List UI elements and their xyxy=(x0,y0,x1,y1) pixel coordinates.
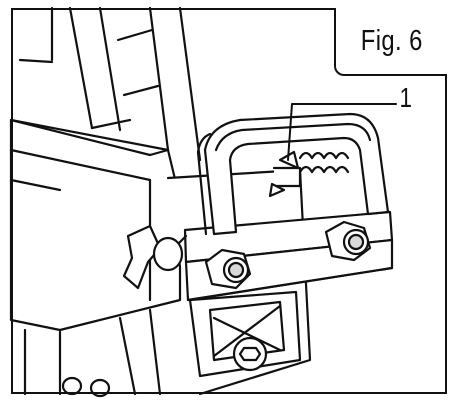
wing-knob xyxy=(122,224,184,290)
figure-label: Fig. 6 xyxy=(360,24,423,57)
hex-nut-left xyxy=(204,248,252,290)
hex-nut-right xyxy=(324,220,372,262)
figure-label-box: Fig. 6 xyxy=(334,8,447,76)
u-handle xyxy=(196,112,390,236)
callout-1-leader xyxy=(287,103,397,161)
socket-bolt xyxy=(232,336,268,372)
callout-1-number: 1 xyxy=(399,82,413,113)
figure-border xyxy=(11,8,447,394)
ladder-frame xyxy=(18,6,202,162)
